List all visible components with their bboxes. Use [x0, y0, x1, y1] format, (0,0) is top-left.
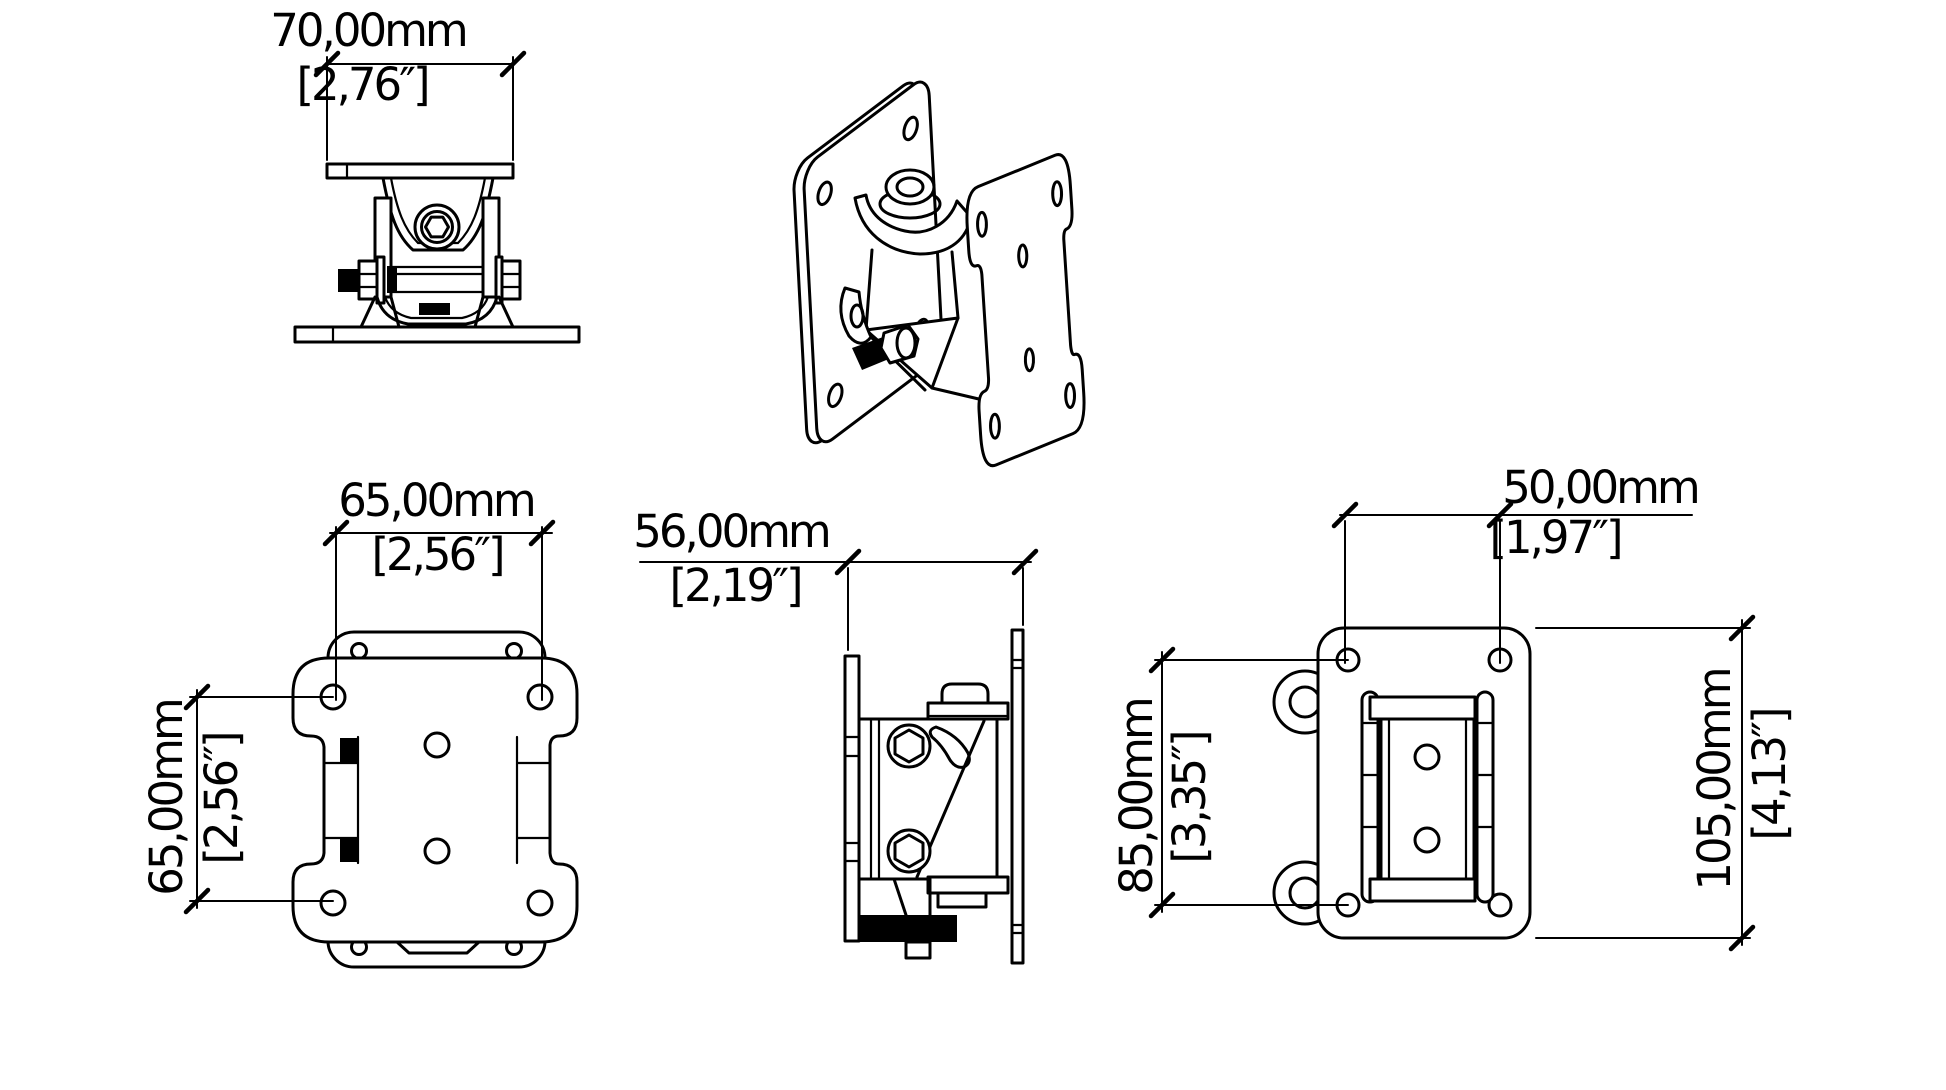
- dim-front-height-mm: 65,00mm: [140, 700, 193, 896]
- front-view-vesa-hole: [319, 889, 347, 917]
- hex-socket-icon: [424, 215, 450, 239]
- dim-rear-hole-spacing-x-in: [1,97″]: [1489, 511, 1620, 564]
- isometric-view: [793, 67, 1086, 470]
- top-view-right-nut: [500, 259, 522, 301]
- dim-rear-hole-spacing-y-in: [3,35″]: [1163, 732, 1216, 863]
- dim-front-height-in: [2,56″]: [195, 733, 248, 864]
- dim-side-depth-mm: 56,00mm: [633, 505, 829, 558]
- side-view-vesa-plate: [1010, 628, 1025, 965]
- side-view-tilt-slot: [928, 725, 971, 769]
- iso-vesa-plate: [965, 150, 1086, 470]
- dim-side-depth-in: [2,19″]: [669, 559, 800, 612]
- dim-rear-plate-height-mm: 105,00mm: [1688, 669, 1741, 890]
- rear-view-hinge-plate: [1379, 717, 1476, 881]
- side-view: 56,00mm [2,19″]: [633, 505, 1039, 965]
- dim-rear-hole-spacing-y: 85,00mm [3,35″]: [1110, 646, 1349, 919]
- top-view: 70,00mm [2,76″]: [270, 4, 581, 344]
- top-view-base-plate: [293, 325, 581, 344]
- top-view-plate: [325, 162, 515, 180]
- dim-front-height: 65,00mm [2,56″]: [140, 683, 334, 915]
- side-view-wall-plate: [843, 654, 861, 943]
- dim-rear-plate-height: 105,00mm [4,13″]: [1535, 614, 1796, 952]
- iso-pivot-screw: [884, 168, 936, 206]
- dim-front-width-in: [2,56″]: [371, 528, 502, 581]
- side-view-screw-head: [940, 682, 990, 705]
- rear-view: 50,00mm [1,97″] 85,00mm [3,35″] 105,00mm…: [1110, 461, 1796, 952]
- dim-side-depth: 56,00mm [2,19″]: [633, 505, 1039, 651]
- top-view-left-nut: [357, 259, 379, 301]
- front-view: 65,00mm [2,56″] 65,00mm [2,56″]: [140, 474, 579, 969]
- front-view-vesa-plate: [291, 656, 579, 944]
- side-view-thread-rod: [860, 915, 957, 942]
- dim-rear-hole-spacing-y-mm: 85,00mm: [1110, 699, 1163, 895]
- dim-front-width-mm: 65,00mm: [338, 474, 534, 527]
- rear-view-mount-hole: [1487, 892, 1513, 918]
- dim-rear-plate-height-in: [4,13″]: [1743, 709, 1796, 840]
- dim-front-width: 65,00mm [2,56″]: [322, 474, 556, 701]
- front-view-vesa-hole: [526, 889, 554, 917]
- iso-wall-plate: [793, 67, 943, 457]
- front-view-vesa-hole: [526, 683, 554, 711]
- dim-rear-hole-spacing-x-mm: 50,00mm: [1502, 461, 1698, 514]
- dim-top-width: 70,00mm [2,76″]: [270, 4, 527, 161]
- dim-rear-hole-spacing-x: 50,00mm [1,97″]: [1331, 461, 1701, 664]
- dim-top-width-in: [2,76″]: [296, 58, 427, 111]
- iso-hinge-mechanism: [839, 168, 985, 402]
- top-view-thread-end: [338, 269, 359, 292]
- dim-top-width-mm: 70,00mm: [270, 4, 466, 57]
- iso-hex-nut: [879, 323, 920, 365]
